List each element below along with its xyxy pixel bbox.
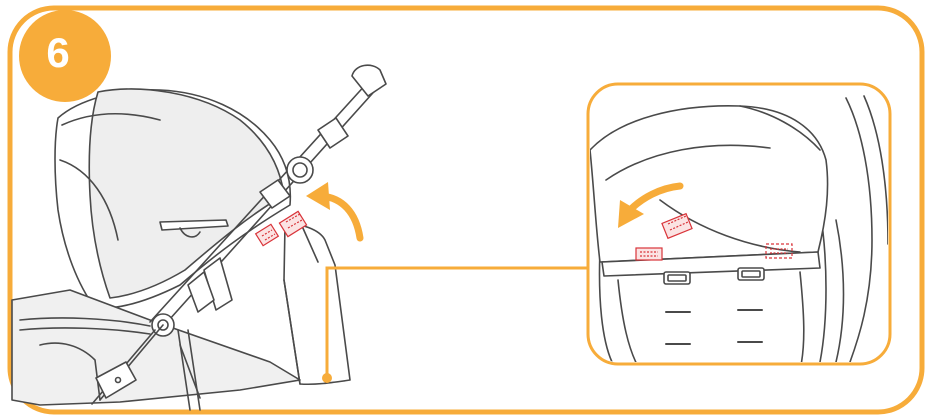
velcro-tabs-closeup [635,212,793,261]
canopy-flap [590,105,829,263]
velcro-tab-icon [254,223,280,247]
canopy-flap-fold [659,199,801,253]
velcro-tab-icon [661,212,693,240]
seat-fold [301,225,319,263]
step-badge: 6 [19,10,111,102]
canopy-panel [88,88,285,299]
frame-strut [177,329,191,411]
canopy-seam [61,113,161,126]
step-number: 6 [46,29,70,76]
handlebar-sleeve [259,179,291,209]
velcro-tab-icon [278,210,308,238]
slider-bracket [187,271,215,313]
velcro-tab-icon [635,247,663,261]
callout-connector [325,266,588,378]
panel-border [7,5,925,415]
canopy-seam [59,159,119,241]
curved-arrow-icon [618,182,684,228]
stroller-illustration [11,64,387,411]
hinge-joint-inner [292,162,308,178]
canopy-handle-grip [179,227,201,238]
seat-base [11,289,301,406]
frame-rivet [114,376,122,384]
velcro-tab-icon [765,243,793,259]
seat-side [283,279,301,385]
handlebar-sleeve [317,117,349,149]
handlebar-grip [351,64,387,97]
lower-joint-inner [157,319,169,331]
seat-body [283,223,351,386]
frame-crossbar [19,317,151,327]
hinge-joint [286,156,314,184]
frame-strut [187,329,201,411]
frame-crossbar [19,327,151,335]
callout-anchor [322,373,332,383]
seat-base-fold [39,342,101,401]
canopy-handle [159,219,229,231]
velcro-tabs [254,210,308,247]
curved-arrow-icon [306,182,364,242]
